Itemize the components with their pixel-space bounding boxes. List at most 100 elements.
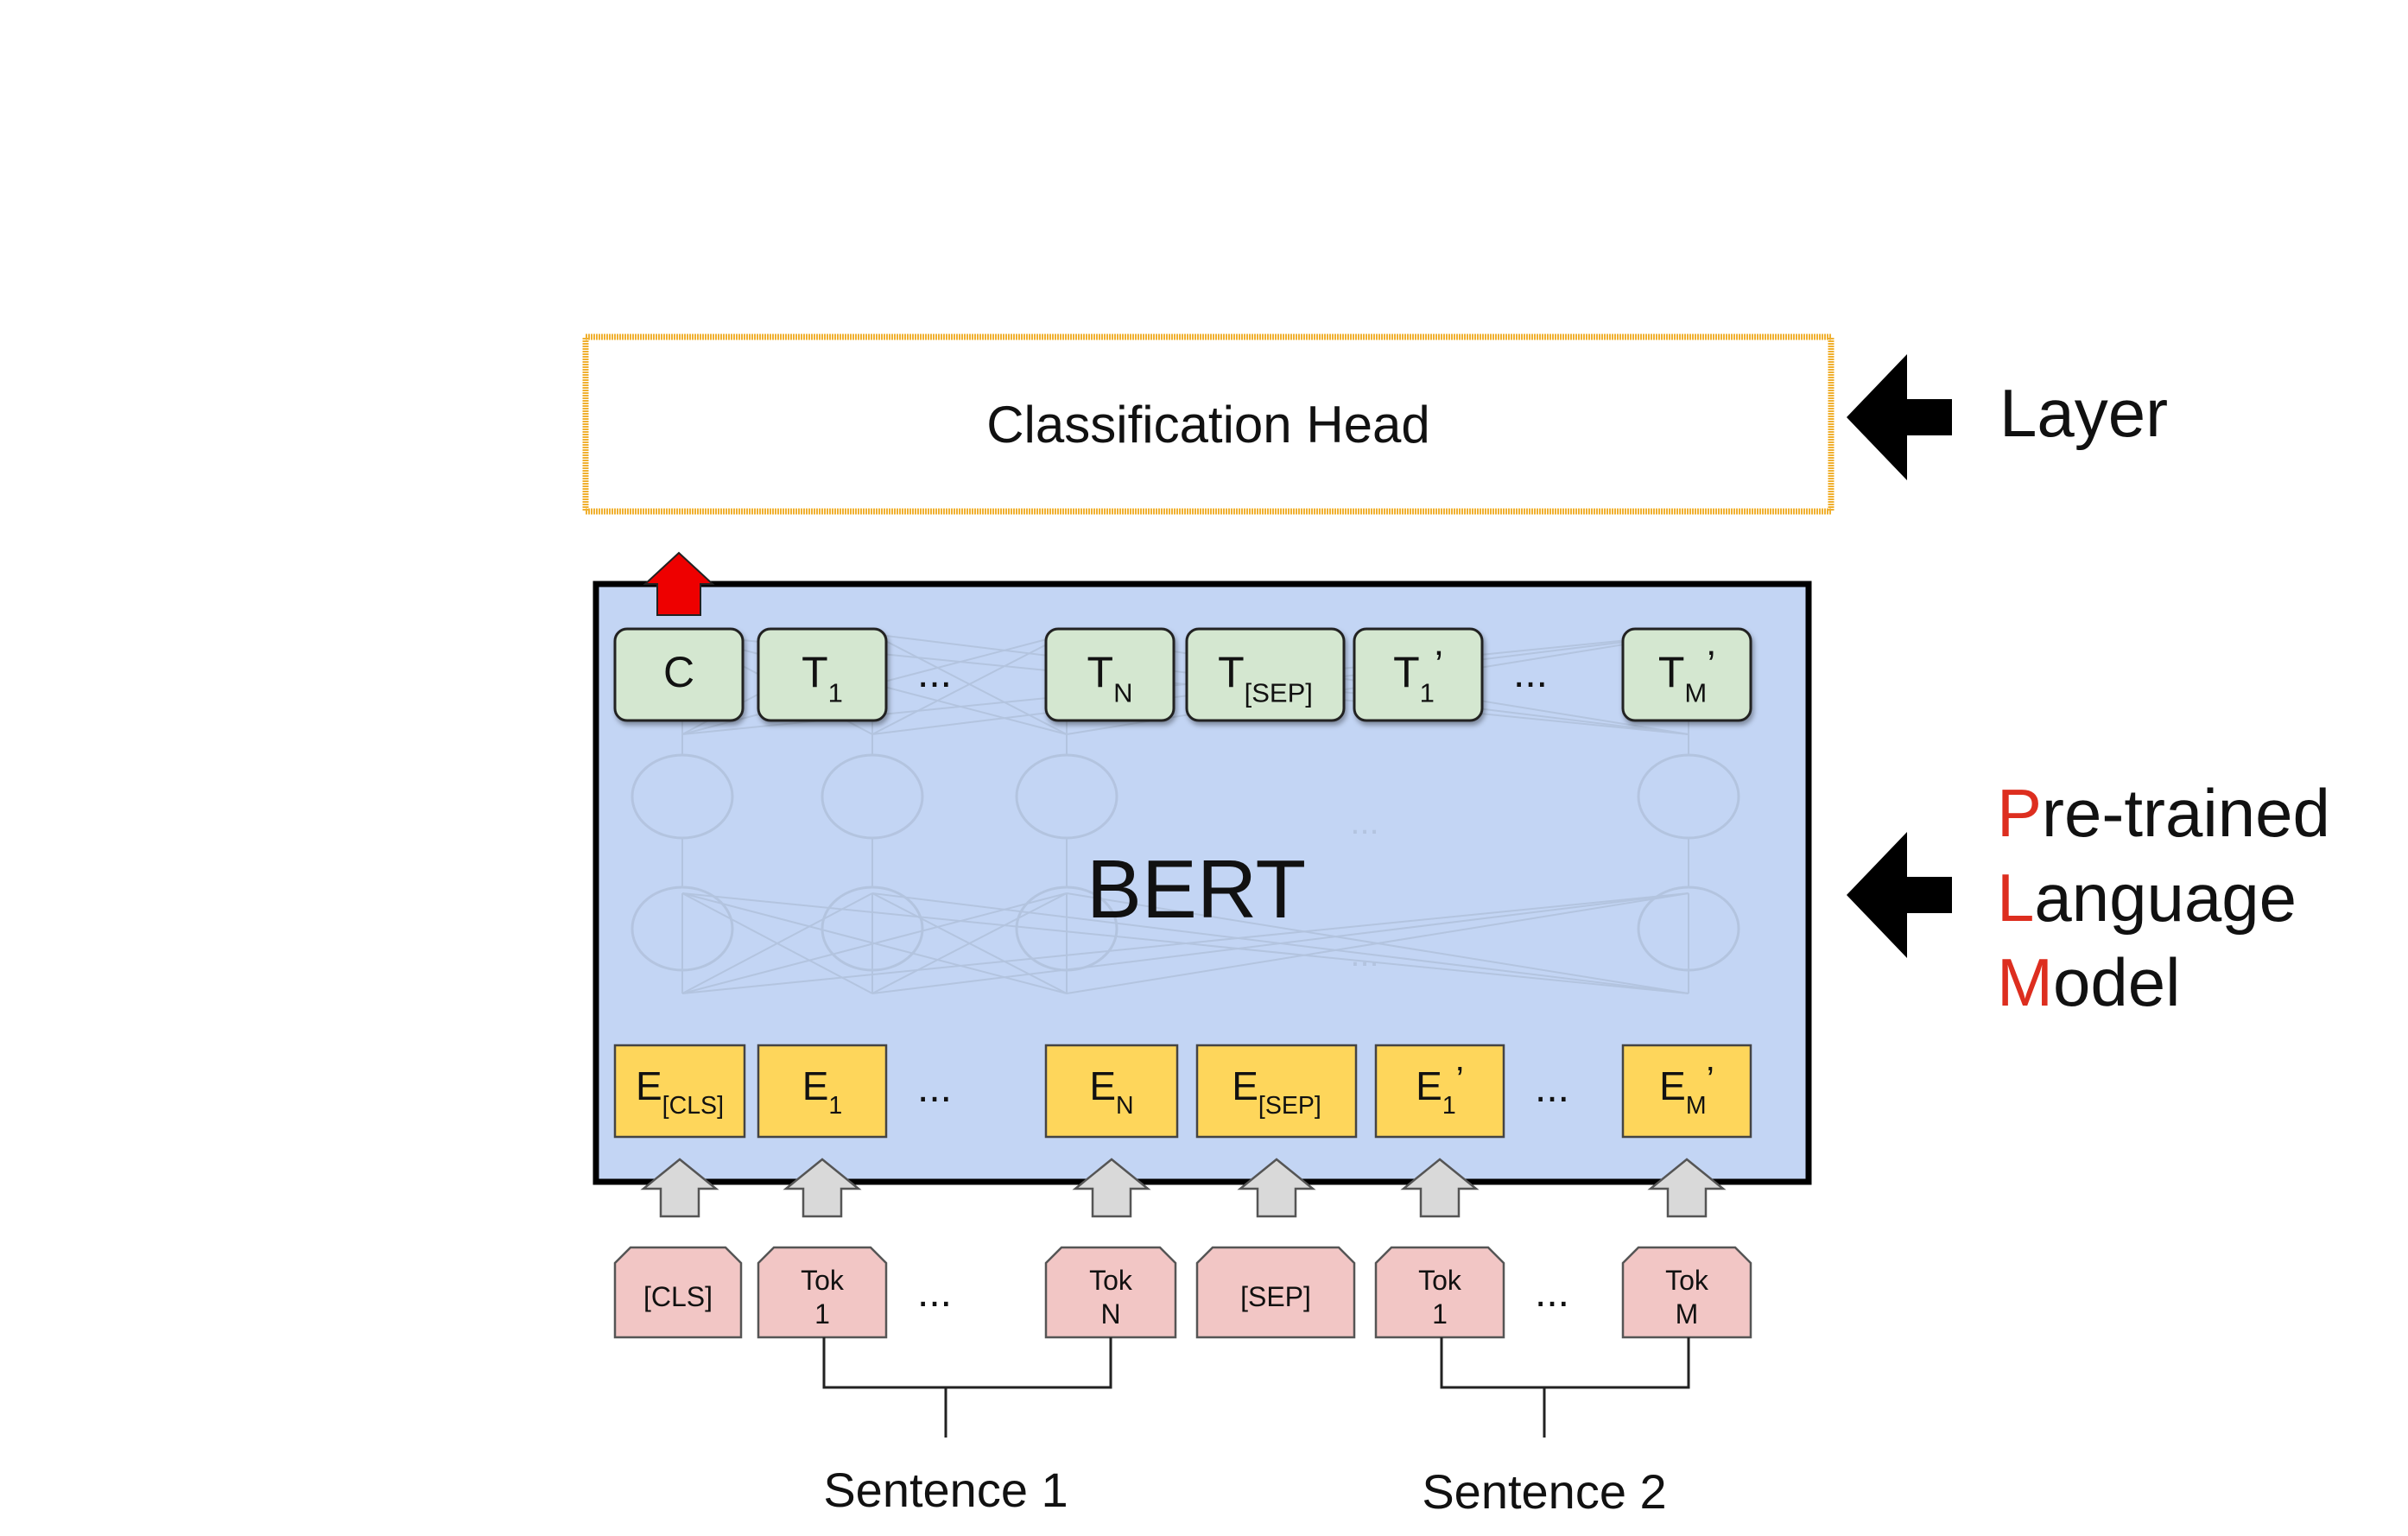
- output-token-box: [1353, 627, 1484, 722]
- embedding-token: E[CLS]: [613, 1044, 746, 1139]
- up-arrow-icon: [783, 1158, 862, 1218]
- input-token-label: Tok: [801, 1265, 845, 1296]
- layer-label: Layer: [1999, 375, 2168, 451]
- output-token-box: [757, 627, 888, 722]
- output-token: TN: [1044, 627, 1175, 722]
- up-arrow-icon: [1237, 1158, 1316, 1218]
- plm-initial: L: [1997, 860, 2034, 936]
- output-token-label: TN: [1087, 648, 1133, 708]
- embedding-box: [1374, 1044, 1505, 1139]
- embedding-label: E1’: [1416, 1060, 1464, 1120]
- input-token-index: 1: [814, 1298, 830, 1330]
- sentence-2-label: Sentence 2: [1422, 1464, 1666, 1519]
- layer-annotation: Layer: [1847, 354, 2168, 480]
- input-token-label: Tok: [1418, 1265, 1462, 1296]
- plm-line-3: Model: [1997, 944, 2180, 1020]
- sentence-2-bracket: [1440, 1337, 1690, 1438]
- embedding-token: E[SEP]: [1195, 1044, 1358, 1139]
- embedding-token: EM’: [1621, 1044, 1752, 1139]
- input-token-index: M: [1676, 1298, 1699, 1330]
- output-token-label: T1’: [1393, 643, 1443, 708]
- red-up-arrow-icon: [643, 551, 715, 616]
- output-token: TM’: [1621, 627, 1752, 722]
- plm-line-1: Pre-trained: [1997, 775, 2330, 851]
- output-token-label: C: [663, 648, 694, 696]
- sentence-1-label: Sentence 1: [823, 1463, 1068, 1517]
- output-token: T1: [757, 627, 888, 722]
- plm-rest: re-trained: [2042, 775, 2330, 851]
- plm-initial: P: [1997, 775, 2042, 851]
- up-arrow-icon: [1072, 1158, 1151, 1218]
- network-edge: [871, 892, 1689, 994]
- network-edge: [871, 633, 1068, 735]
- arrow-left-icon: [1847, 832, 1952, 958]
- ellipses: ..................: [917, 651, 1569, 1316]
- embedding-token: E1: [757, 1044, 888, 1139]
- embedding-token: EN: [1044, 1044, 1179, 1139]
- input-arrows: [640, 1158, 1727, 1218]
- output-token-label: T[SEP]: [1218, 648, 1313, 708]
- embedding-label: EN: [1089, 1063, 1133, 1120]
- output-token-label: TM’: [1658, 643, 1715, 708]
- input-token-index: N: [1100, 1298, 1120, 1330]
- plm-rest: anguage: [2034, 860, 2297, 936]
- network-ellipsis: ...: [1350, 803, 1378, 841]
- arrow-left-icon: [1847, 354, 1952, 480]
- up-arrow-icon: [640, 1158, 719, 1218]
- sentence-1-bracket: [822, 1337, 1112, 1438]
- embedding-label: E1: [802, 1063, 843, 1120]
- bert-label: BERT: [1087, 843, 1306, 936]
- input-token-label: Tok: [1665, 1265, 1709, 1296]
- network-edge: [681, 892, 873, 994]
- output-token-box: [1044, 627, 1175, 722]
- embedding-token: E1’: [1374, 1044, 1505, 1139]
- input-token-box: [1621, 1246, 1752, 1339]
- plm-initial: M: [1997, 944, 2053, 1020]
- up-arrow-icon: [1647, 1158, 1727, 1218]
- embedding-box: [757, 1044, 888, 1139]
- input-token-box: [1374, 1246, 1505, 1339]
- embedding-label: E[CLS]: [636, 1063, 724, 1120]
- embedding-box: [1044, 1044, 1179, 1139]
- output-token: T1’: [1353, 627, 1484, 722]
- output-token: C: [613, 627, 745, 722]
- ellipsis: ...: [917, 651, 952, 696]
- input-token-box: [1044, 1246, 1177, 1339]
- network-edge: [871, 892, 1068, 994]
- output-token: T[SEP]: [1185, 627, 1346, 722]
- input-token-box: [757, 1246, 888, 1339]
- classification-head-label: Classification Head: [986, 396, 1430, 454]
- plm-annotation: Pre-trained Language Model: [1847, 775, 2330, 1020]
- input-token: [CLS]: [613, 1246, 743, 1339]
- input-token-label: [CLS]: [643, 1281, 713, 1312]
- classification-head-box: [582, 333, 1835, 515]
- network-edge: [1066, 892, 1689, 994]
- input-token: [SEP]: [1195, 1246, 1356, 1339]
- output-token-label: T1: [802, 648, 843, 708]
- network-ellipsis: ...: [1350, 936, 1378, 974]
- embedding-box: [613, 1044, 746, 1139]
- ellipsis: ...: [1513, 651, 1548, 696]
- input-token-label: [SEP]: [1240, 1281, 1311, 1312]
- input-token-box: [613, 1246, 743, 1339]
- plm-rest: odel: [2053, 944, 2180, 1020]
- classification-head: Classification Head: [582, 333, 1835, 515]
- network-edge: [681, 892, 1689, 994]
- ellipsis: ...: [917, 1065, 952, 1111]
- output-token-box: [1621, 627, 1752, 722]
- embeddings-row: E[CLS] E1 EN E[SEP] E1’ EM’: [613, 1044, 1752, 1139]
- embedding-label: EM’: [1659, 1060, 1714, 1120]
- embedding-box: [1621, 1044, 1752, 1139]
- network-edge: [681, 892, 1068, 994]
- output-token-box: [1185, 627, 1346, 722]
- ellipsis: ...: [1535, 1065, 1569, 1111]
- input-token-index: 1: [1432, 1298, 1448, 1330]
- output-token-box: [613, 627, 745, 722]
- embedding-label: E[SEP]: [1232, 1063, 1321, 1120]
- output-tokens: C T1 TN T[SEP] T1’ TM’: [613, 627, 1752, 722]
